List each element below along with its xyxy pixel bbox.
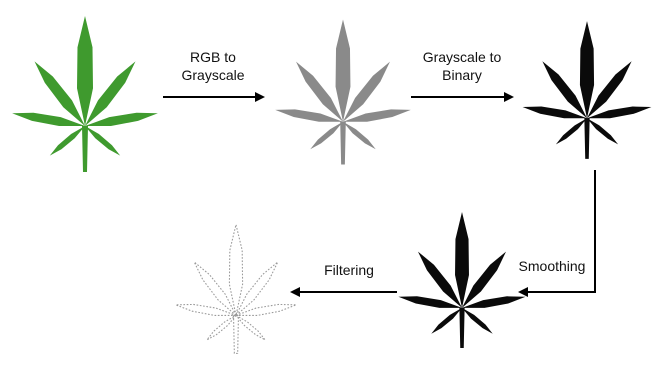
step-label-line: Binary	[412, 66, 512, 84]
step-label-line: Grayscale	[168, 66, 258, 84]
step-label-line: Filtering	[314, 261, 384, 279]
grayscale-leaf	[268, 12, 418, 172]
step-label-rgb-to-grayscale: RGB to Grayscale	[168, 48, 258, 84]
step-label-line: RGB to	[168, 48, 258, 66]
filtered-leaf-outline	[172, 218, 300, 360]
step-label-line: Grayscale to	[412, 48, 512, 66]
binary-leaf	[518, 14, 652, 166]
rgb-leaf	[10, 8, 160, 180]
smoothed-leaf	[394, 205, 530, 355]
step-label-grayscale-to-binary: Grayscale to Binary	[412, 48, 512, 84]
step-label-filtering: Filtering	[314, 261, 384, 279]
